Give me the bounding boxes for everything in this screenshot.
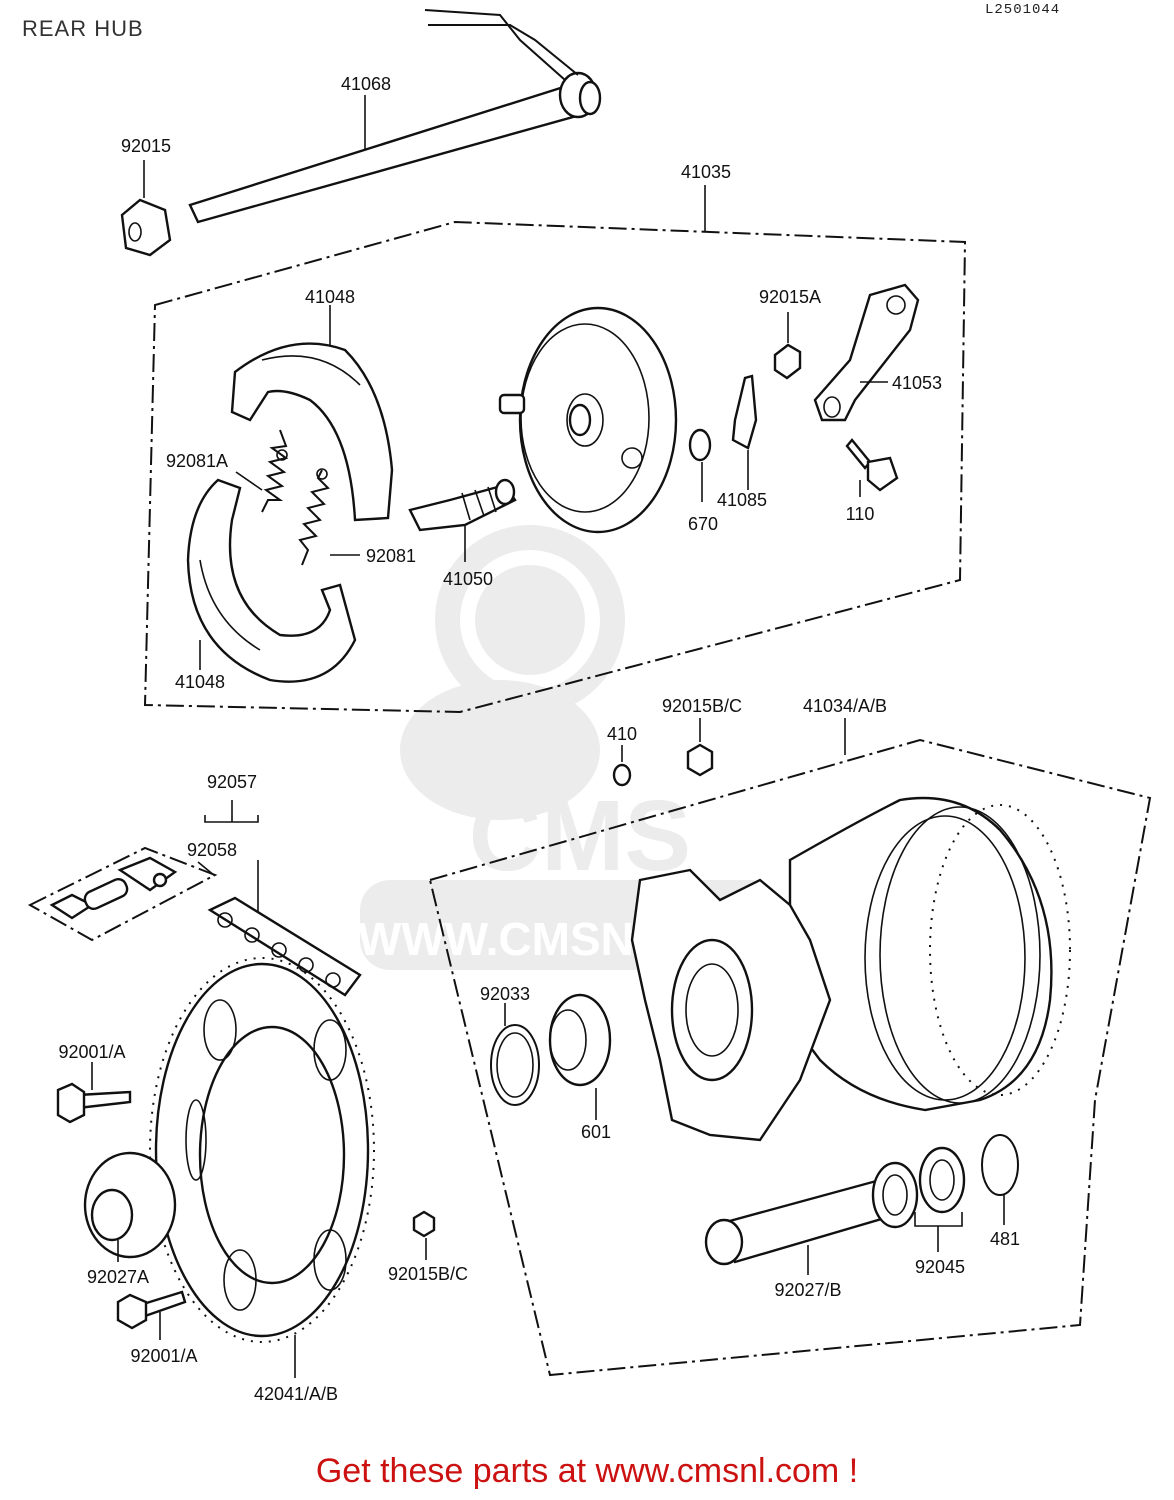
label-670: 670: [688, 514, 718, 534]
label-92015BC-bottom: 92015B/C: [388, 1264, 468, 1284]
label-410: 410: [607, 724, 637, 744]
sprocket-42041: [149, 957, 375, 1343]
footer-shop-link[interactable]: Get these parts at www.cmsnl.com !: [315, 1452, 859, 1490]
bolt-92001A-bottom: [116, 1290, 187, 1330]
spring-92081A: [261, 429, 289, 513]
label-92001A-top: 92001/A: [58, 1042, 125, 1062]
spacer-92027A: [83, 1151, 177, 1259]
assembly-box-41035: [143, 220, 967, 714]
label-41048-top: 41048: [305, 287, 355, 307]
drive-chain-92057: [207, 896, 362, 997]
brake-panel: [498, 306, 678, 534]
o-ring-670: [688, 428, 712, 462]
rear-hub-41034: [630, 796, 1071, 1142]
leader-92045: [914, 1212, 963, 1252]
spring-92081: [298, 468, 330, 566]
nut-92015BC-top: [686, 743, 714, 777]
brake-shoe-top-41048: [230, 342, 394, 522]
circlip-92033: [490, 1024, 540, 1106]
label-92001A-bottom: 92001/A: [130, 1346, 197, 1366]
leader-92058: [197, 861, 216, 877]
label-41050: 41050: [443, 569, 493, 589]
axle-41068: [188, 9, 602, 224]
watermark-brand: CMS: [469, 780, 691, 892]
label-41048-bottom: 41048: [175, 672, 225, 692]
label-92027A: 92027A: [87, 1267, 149, 1287]
label-481: 481: [990, 1229, 1020, 1249]
label-92045: 92045: [915, 1257, 965, 1277]
brake-cam-41050: [408, 478, 517, 532]
bolt-110: [845, 438, 899, 492]
label-41068: 41068: [341, 74, 391, 94]
leader-92057-bracket: [204, 800, 259, 823]
washer-410: [612, 763, 632, 787]
label-41053: 41053: [892, 373, 942, 393]
label-110: 110: [846, 504, 875, 524]
label-92081: 92081: [366, 546, 416, 566]
label-92015A: 92015A: [759, 287, 821, 307]
label-42041: 42041/A/B: [254, 1384, 338, 1404]
nut-92015A: [773, 343, 802, 380]
label-92057: 92057: [207, 772, 257, 792]
label-41085: 41085: [717, 490, 767, 510]
brake-shoe-bottom-41048: [186, 478, 357, 683]
label-92015BC-top: 92015B/C: [662, 696, 742, 716]
label-92027B: 92027/B: [774, 1280, 841, 1300]
bolt-92001A-top: [56, 1082, 132, 1124]
nut-92015BC-bottom: [412, 1210, 436, 1238]
cam-lever-41053: [813, 283, 920, 422]
wear-indicator-41085: [731, 374, 758, 450]
bearing-601: [548, 993, 612, 1087]
leader-92081A: [235, 471, 263, 491]
circlip-481: [981, 1134, 1019, 1196]
label-41035: 41035: [681, 162, 731, 182]
nut-92015: [120, 198, 172, 257]
bearings-92045: [871, 1146, 966, 1229]
diagram-reference-code: L2501044: [985, 2, 1061, 18]
label-41034: 41034/A/B: [803, 696, 887, 716]
page-title: REAR HUB: [22, 16, 144, 41]
assembly-box-41034: [428, 738, 1152, 1377]
label-601: 601: [581, 1122, 611, 1142]
chain-master-link-92058: [49, 856, 178, 920]
label-92058: 92058: [187, 840, 237, 860]
label-92015: 92015: [121, 136, 171, 156]
label-92081A: 92081A: [166, 451, 228, 471]
label-92033: 92033: [480, 984, 530, 1004]
